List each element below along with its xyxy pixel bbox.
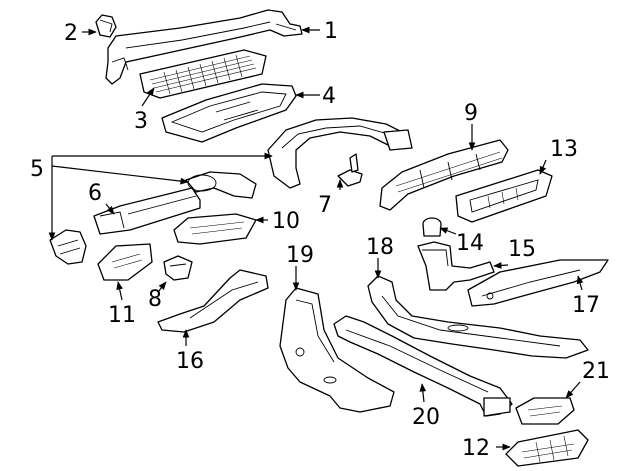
- callout-14: 14: [456, 231, 484, 256]
- callout-21: 21: [582, 359, 610, 384]
- part-14-knob: [422, 217, 442, 237]
- callout-20: 20: [412, 405, 440, 430]
- part-6-side-duct: [93, 187, 201, 235]
- callout-12: 12: [462, 436, 490, 461]
- callout-2: 2: [64, 21, 78, 46]
- part-3-grille-panel: [139, 49, 267, 99]
- callout-1: 1: [324, 19, 338, 44]
- callout-18: 18: [366, 235, 394, 260]
- part-16-floor-duct: [157, 269, 269, 333]
- callout-17: 17: [572, 293, 600, 318]
- part-9-vent-strip: [379, 139, 509, 211]
- part-5-center-duct: [267, 117, 413, 189]
- callout-7: 7: [318, 193, 332, 218]
- part-17-floor-duct: [467, 259, 609, 307]
- part-4-tray-duct: [161, 83, 297, 143]
- callout-6: 6: [88, 181, 102, 206]
- part-20-rear-duct: [333, 315, 513, 417]
- callout-3: 3: [134, 109, 148, 134]
- part-18-duct: [367, 275, 589, 359]
- callout-4: 4: [322, 84, 336, 109]
- part-2-clip: [95, 14, 117, 38]
- callout-9: 9: [464, 101, 478, 126]
- part-5-left-outlet: [49, 229, 87, 265]
- part-1-defroster-duct: [105, 9, 303, 85]
- part-8-clip: [163, 255, 193, 281]
- callout-15: 15: [508, 237, 536, 262]
- callout-13: 13: [550, 137, 578, 162]
- callout-19: 19: [286, 243, 314, 268]
- part-11-outlet: [97, 243, 153, 281]
- part-15-duct: [417, 241, 495, 291]
- part-7-bracket: [337, 153, 363, 187]
- part-19-rear-duct: [279, 287, 395, 413]
- callout-5: 5: [30, 157, 44, 182]
- part-12-outlet: [505, 429, 589, 467]
- callout-10: 10: [272, 209, 300, 234]
- part-21-outlet: [515, 397, 575, 425]
- leader-lines: [48, 26, 584, 451]
- callout-8: 8: [148, 287, 162, 312]
- part-10-outlet: [173, 213, 257, 245]
- part-13-outlet: [455, 169, 553, 223]
- callout-11: 11: [108, 303, 136, 328]
- callout-16: 16: [176, 349, 204, 374]
